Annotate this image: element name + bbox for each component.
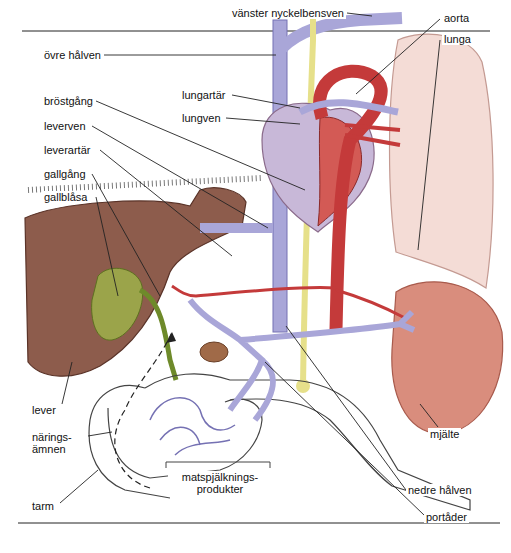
part-label: portåder — [424, 511, 469, 523]
part-label: matspjälknings- produkter — [168, 471, 272, 495]
part-label: leverartär — [42, 144, 92, 156]
part-label: lunga — [442, 33, 473, 45]
part-label: aorta — [442, 12, 471, 24]
part-label: vänster nyckelbensven — [230, 7, 346, 19]
part-label: lungartär — [180, 89, 227, 101]
part-label: gallblåsa — [42, 191, 89, 203]
part-label: mjälte — [428, 428, 461, 440]
part-label: övre hålven — [42, 49, 103, 61]
part-label: gallgång — [42, 168, 88, 180]
part-label: lever — [30, 404, 58, 416]
part-label: tarm — [30, 500, 56, 512]
part-label: närings- ämnen — [30, 431, 88, 455]
part-label: nedre hålven — [406, 484, 474, 496]
part-label: lungven — [180, 112, 223, 124]
part-label: leverven — [42, 120, 88, 132]
part-label: bröstgång — [42, 95, 95, 107]
